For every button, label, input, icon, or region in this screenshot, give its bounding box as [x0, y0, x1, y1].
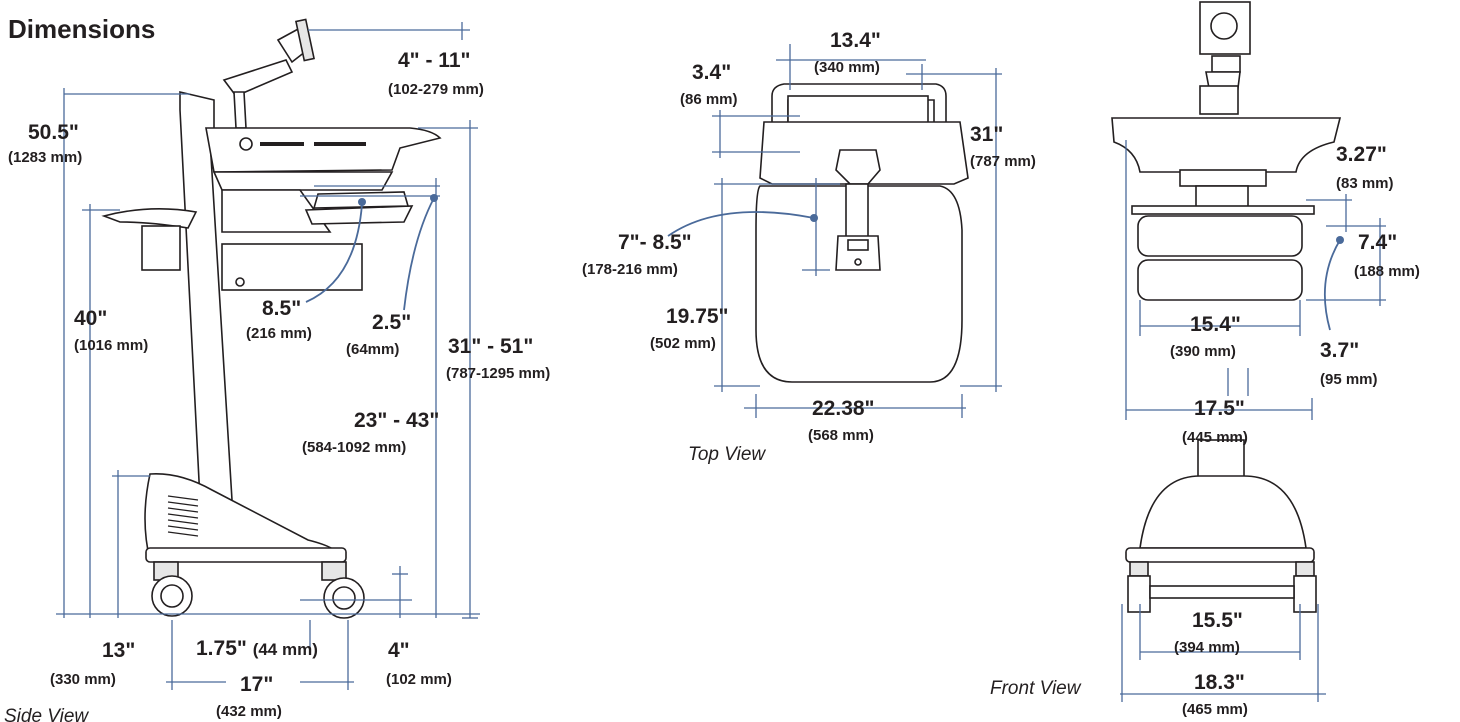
front-drawer-inch: 3.7" [1320, 339, 1360, 362]
top-base-depth-mm: (502 mm) [650, 335, 716, 352]
top-width-mm: (340 mm) [814, 59, 880, 76]
figure-title: Dimensions [8, 14, 156, 44]
front-caster-inner-mm: (394 mm) [1174, 639, 1240, 656]
caster-offset-inch: 1.75" [196, 637, 247, 660]
front-view-caption: Front View [990, 678, 1081, 699]
handle-height-mm: (1016 mm) [74, 337, 149, 354]
front-caster-outer-inch: 18.3" [1194, 671, 1245, 694]
worksurface-range-mm: (787-1295 mm) [446, 365, 551, 382]
side-view-cart [101, 18, 442, 619]
caster-height-inch: 4" [388, 639, 410, 662]
front-caster-inner-inch: 15.5" [1192, 609, 1243, 632]
side-view-caption: Side View [4, 706, 89, 722]
top-depth-mm: (787 mm) [970, 153, 1036, 170]
caster-offset-label: 1.75" (44 mm) [196, 638, 318, 659]
worksurface-range-inch: 31" - 51" [448, 335, 534, 358]
top-handle-inch: 3.4" [692, 61, 732, 84]
monitor-arm-mm: (102-279 mm) [388, 81, 484, 98]
front-drawer-stack-inch: 7.4" [1358, 231, 1398, 254]
keyboard-depth-inch: 8.5" [262, 297, 302, 320]
front-surface-inch: 3.27" [1336, 143, 1387, 166]
top-view-dimension-lines [667, 44, 1002, 418]
overall-height-inch: 50.5" [28, 121, 79, 144]
top-handle-mm: (86 mm) [680, 91, 738, 108]
front-surface-width-mm: (445 mm) [1182, 429, 1248, 446]
top-base-width-inch: 22.38" [812, 397, 875, 420]
front-surface-width-inch: 17.5" [1194, 397, 1245, 420]
top-depth-inch: 31" [970, 123, 1004, 146]
front-surface-mm: (83 mm) [1336, 175, 1394, 192]
front-view-dimension-lines [1120, 140, 1386, 702]
top-tray-mm: (178-216 mm) [582, 261, 678, 278]
front-drawer-width-inch: 15.4" [1190, 313, 1241, 336]
wheelbase-mm: (432 mm) [216, 703, 282, 720]
keyboard-range-mm: (584-1092 mm) [302, 439, 407, 456]
base-height-inch: 13" [102, 639, 136, 662]
overall-height-mm: (1283 mm) [8, 149, 83, 166]
front-view-cart [1111, 1, 1342, 613]
top-base-depth-inch: 19.75" [666, 305, 729, 328]
keyboard-range-inch: 23" - 43" [354, 409, 440, 432]
caster-height-mm: (102 mm) [386, 671, 452, 688]
keyboard-gap-inch: 2.5" [372, 311, 412, 334]
handle-height-inch: 40" [74, 307, 108, 330]
front-drawer-mm: (95 mm) [1320, 371, 1378, 388]
caster-offset-mm: (44 mm) [252, 640, 318, 659]
top-base-width-mm: (568 mm) [808, 427, 874, 444]
keyboard-gap-mm: (64mm) [346, 341, 400, 358]
keyboard-depth-mm: (216 mm) [246, 325, 312, 342]
top-tray-inch: 7"- 8.5" [618, 231, 692, 254]
monitor-arm-inch: 4" - 11" [398, 49, 471, 72]
front-caster-outer-mm: (465 mm) [1182, 701, 1248, 718]
wheelbase-inch: 17" [240, 673, 274, 696]
top-width-inch: 13.4" [830, 29, 881, 52]
front-drawer-width-mm: (390 mm) [1170, 343, 1236, 360]
front-drawer-stack-mm: (188 mm) [1354, 263, 1420, 280]
side-view-dimension-lines [56, 22, 480, 690]
top-view-cart [755, 83, 969, 383]
top-view-caption: Top View [688, 444, 766, 465]
base-height-mm: (330 mm) [50, 671, 116, 688]
